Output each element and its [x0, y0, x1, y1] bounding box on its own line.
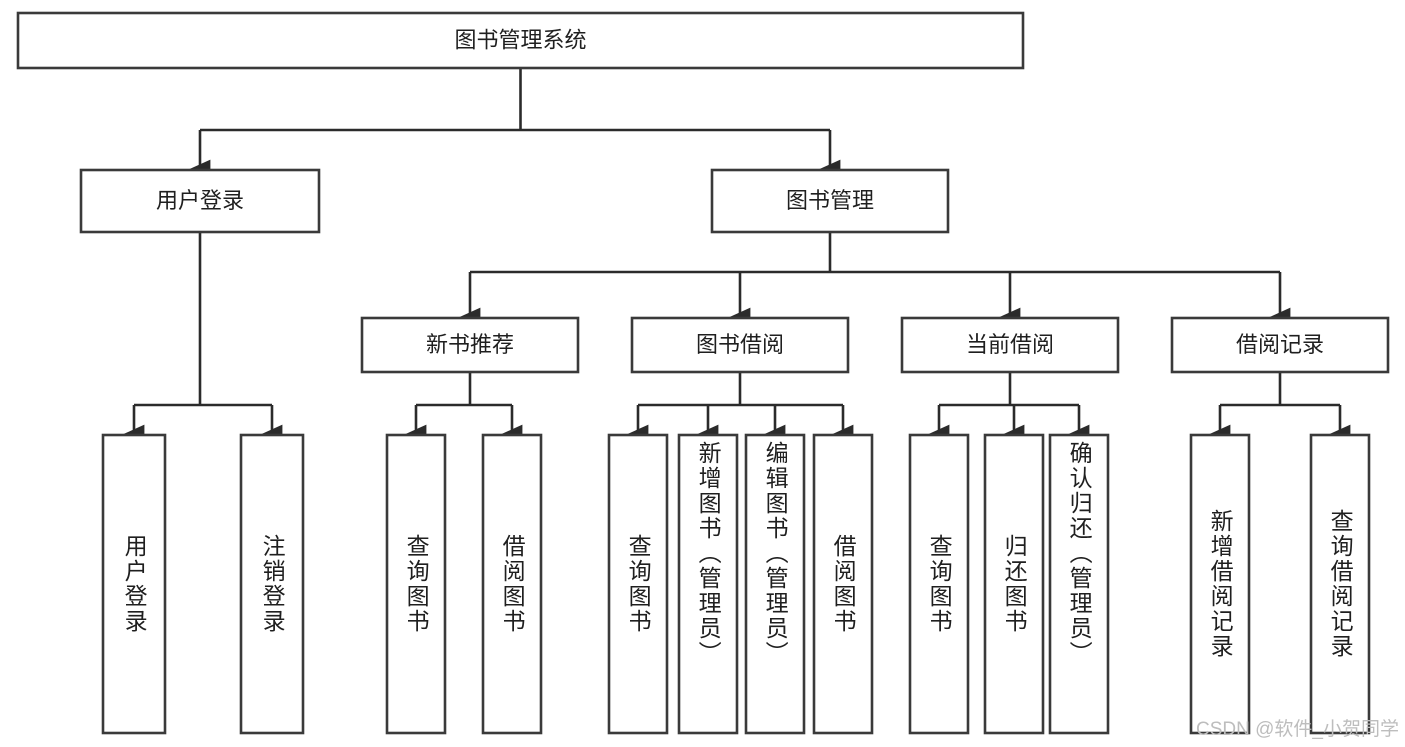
node-box-new-book-rec[interactable]: [360, 316, 580, 374]
node-box-leaf-borrow-book-2[interactable]: [812, 433, 874, 735]
node-leaf-query-book-3[interactable]: [908, 433, 970, 735]
node-box-book-manage[interactable]: [710, 168, 950, 234]
node-leaf-add-record[interactable]: [1189, 433, 1251, 735]
node-box-current-borrow[interactable]: [900, 316, 1120, 374]
node-box-leaf-confirm-return[interactable]: [1048, 433, 1110, 735]
node-box-borrow-record[interactable]: [1170, 316, 1390, 374]
node-label-book-borrow: 图书借阅: [696, 332, 784, 357]
node-leaf-query-record[interactable]: [1309, 433, 1371, 735]
connector-layer: [123, 68, 1351, 444]
node-box-leaf-query-book-3[interactable]: [908, 433, 970, 735]
node-new-book-rec[interactable]: 新书推荐: [360, 316, 580, 374]
node-leaf-edit-book[interactable]: [744, 433, 806, 735]
node-leaf-query-book-2[interactable]: [607, 433, 669, 735]
node-leaf-user-login[interactable]: [101, 433, 167, 735]
node-book-manage[interactable]: 图书管理: [710, 168, 950, 234]
node-book-borrow[interactable]: 图书借阅: [630, 316, 850, 374]
node-label-root: 图书管理系统: [454, 27, 586, 52]
node-box-leaf-return-book[interactable]: [983, 433, 1045, 735]
node-label-borrow-record: 借阅记录: [1236, 332, 1324, 357]
node-box-user-login[interactable]: [79, 168, 321, 234]
node-box-root[interactable]: [16, 11, 1025, 70]
node-leaf-query-book-1[interactable]: [385, 433, 447, 735]
node-box-leaf-query-record[interactable]: [1309, 433, 1371, 735]
node-leaf-return-book[interactable]: [983, 433, 1045, 735]
node-box-leaf-add-book[interactable]: [677, 433, 739, 735]
node-user-login[interactable]: 用户登录: [79, 168, 321, 234]
node-label-book-manage: 图书管理: [786, 188, 874, 213]
node-box-leaf-query-book-2[interactable]: [607, 433, 669, 735]
node-current-borrow[interactable]: 当前借阅: [900, 316, 1120, 374]
node-label-new-book-rec: 新书推荐: [426, 332, 514, 357]
node-box-leaf-user-logout[interactable]: [239, 433, 305, 735]
node-box-leaf-borrow-book-1[interactable]: [481, 433, 543, 735]
node-box-leaf-add-record[interactable]: [1189, 433, 1251, 735]
node-leaf-borrow-book-2[interactable]: [812, 433, 874, 735]
node-borrow-record[interactable]: 借阅记录: [1170, 316, 1390, 374]
node-box-leaf-edit-book[interactable]: [744, 433, 806, 735]
node-leaf-add-book[interactable]: [677, 433, 739, 735]
node-leaf-user-logout[interactable]: [239, 433, 305, 735]
node-box-book-borrow[interactable]: [630, 316, 850, 374]
node-leaf-confirm-return[interactable]: [1048, 433, 1110, 735]
node-leaf-borrow-book-1[interactable]: [481, 433, 543, 735]
node-box-leaf-user-login[interactable]: [101, 433, 167, 735]
node-label-current-borrow: 当前借阅: [966, 332, 1054, 357]
node-root[interactable]: 图书管理系统: [16, 11, 1025, 70]
node-box-leaf-query-book-1[interactable]: [385, 433, 447, 735]
watermark-text: CSDN @软件_小贺同学: [1196, 719, 1399, 740]
node-label-user-login: 用户登录: [156, 188, 244, 213]
